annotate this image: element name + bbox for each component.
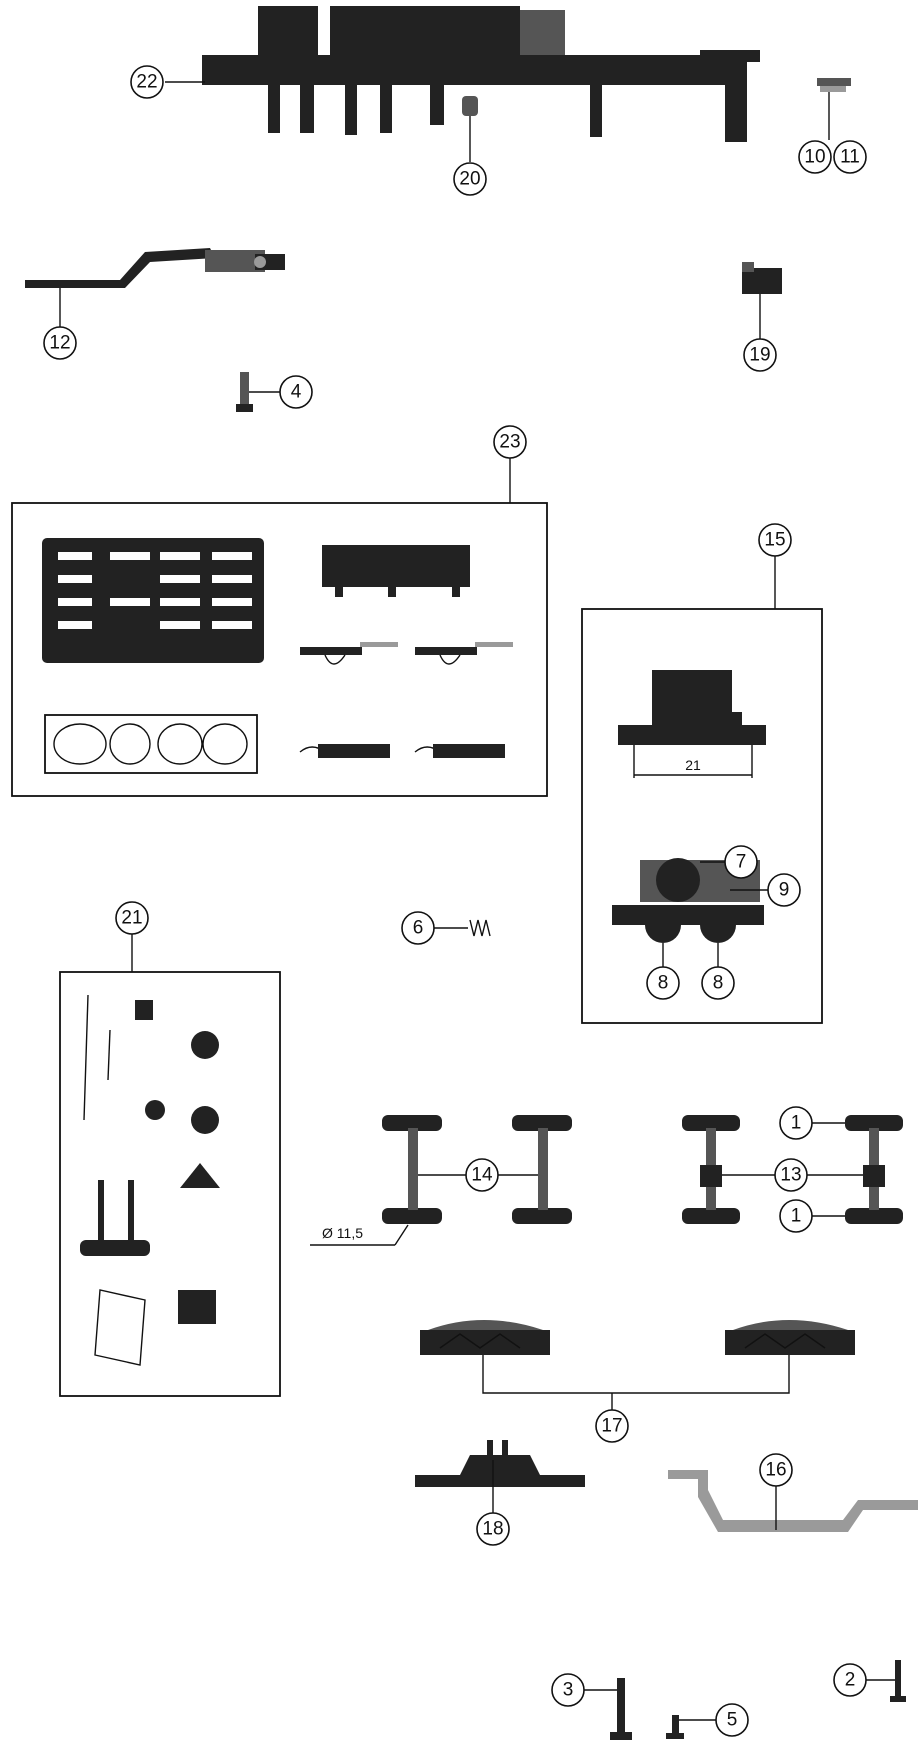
svg-text:18: 18 — [482, 1519, 503, 1540]
callout-3: 3 — [551, 1673, 585, 1707]
callout-8-right: 8 — [701, 966, 735, 1000]
svg-text:13: 13 — [780, 1165, 801, 1186]
geared-wheelset-part-right — [845, 1115, 903, 1224]
callout-1-top: 1 — [779, 1106, 813, 1140]
svg-text:15: 15 — [764, 530, 785, 551]
callout-8-left: 8 — [646, 966, 680, 1000]
wheelset-part-right — [512, 1115, 572, 1224]
svg-text:17: 17 — [601, 1416, 622, 1437]
callout-21: 21 — [115, 901, 149, 935]
spring-part — [469, 919, 491, 937]
callout-2: 2 — [833, 1663, 867, 1697]
svg-text:19: 19 — [749, 345, 770, 366]
small-parts-panel-21 — [59, 971, 281, 1397]
callout-10: 10 — [798, 140, 832, 174]
handrail-part-a — [300, 642, 398, 665]
pin-part — [236, 372, 253, 412]
svg-text:3: 3 — [563, 1680, 574, 1701]
lamp-part-a — [299, 744, 390, 758]
callout-18: 18 — [476, 1512, 510, 1546]
callout-23: 23 — [493, 425, 527, 459]
brake-rigging-part — [668, 1470, 918, 1532]
gear-block-panel-15 — [581, 608, 823, 1024]
parts-panel-23 — [11, 502, 548, 797]
callout-14: 14 — [465, 1158, 499, 1192]
cab-piece-part — [322, 545, 470, 597]
svg-text:16: 16 — [765, 1460, 786, 1481]
svg-text:22: 22 — [136, 72, 157, 93]
gear-housing-part — [618, 670, 766, 745]
callout-22: 22 — [130, 65, 164, 99]
svg-text:6: 6 — [413, 918, 424, 939]
callout-15: 15 — [758, 523, 792, 557]
callout-12: 12 — [43, 326, 77, 360]
small-parts-group — [80, 994, 220, 1366]
sprue-grid-part — [42, 538, 264, 663]
svg-text:20: 20 — [459, 169, 480, 190]
bogie-frame-part-left — [420, 1320, 550, 1355]
wheelset-part-left — [382, 1115, 442, 1224]
screw-part-10-11 — [817, 78, 851, 92]
callout-11: 11 — [833, 140, 867, 174]
svg-text:11: 11 — [840, 147, 860, 168]
svg-text:1: 1 — [791, 1206, 802, 1227]
svg-text:5: 5 — [727, 1710, 738, 1731]
screw-part-2 — [890, 1660, 906, 1702]
screw-part-5 — [666, 1715, 684, 1739]
wheel-diameter-label: Ø 11,5 — [322, 1225, 363, 1241]
chassis-frame-part — [202, 6, 760, 142]
callout-17: 17 — [595, 1409, 629, 1443]
callout-23-group: 23 — [493, 425, 527, 503]
callout-9: 9 — [767, 873, 801, 907]
svg-text:8: 8 — [658, 973, 669, 994]
small-block-part — [742, 262, 782, 294]
callout-13: 13 — [774, 1158, 808, 1192]
svg-text:23: 23 — [499, 432, 520, 453]
callout-1-bottom: 1 — [779, 1199, 813, 1233]
svg-text:2: 2 — [845, 1670, 856, 1691]
svg-text:1: 1 — [791, 1113, 802, 1134]
svg-text:12: 12 — [49, 333, 70, 354]
lever-part — [25, 248, 285, 288]
dimension-21: 21 — [685, 757, 701, 773]
svg-text:9: 9 — [779, 880, 790, 901]
svg-text:8: 8 — [713, 973, 724, 994]
bolt-part-3 — [610, 1678, 632, 1740]
svg-text:7: 7 — [736, 852, 747, 873]
callout-6: 6 — [401, 911, 435, 945]
svg-text:14: 14 — [471, 1165, 493, 1186]
svg-text:4: 4 — [291, 382, 302, 403]
wire-sprue-part — [44, 714, 258, 774]
callout-7: 7 — [724, 845, 758, 879]
callout-20: 20 — [453, 162, 487, 196]
svg-text:21: 21 — [121, 908, 142, 929]
lamp-part-b — [414, 744, 505, 758]
geared-wheelset-part-left — [682, 1115, 740, 1224]
callout-5: 5 — [715, 1703, 749, 1737]
callout-19: 19 — [743, 338, 777, 372]
bolster-part — [415, 1440, 585, 1487]
callout-16: 16 — [759, 1453, 793, 1487]
svg-text:10: 10 — [804, 147, 825, 168]
callout-4: 4 — [279, 375, 313, 409]
bogie-frame-part-right — [725, 1320, 855, 1355]
handrail-part-b — [415, 642, 513, 665]
